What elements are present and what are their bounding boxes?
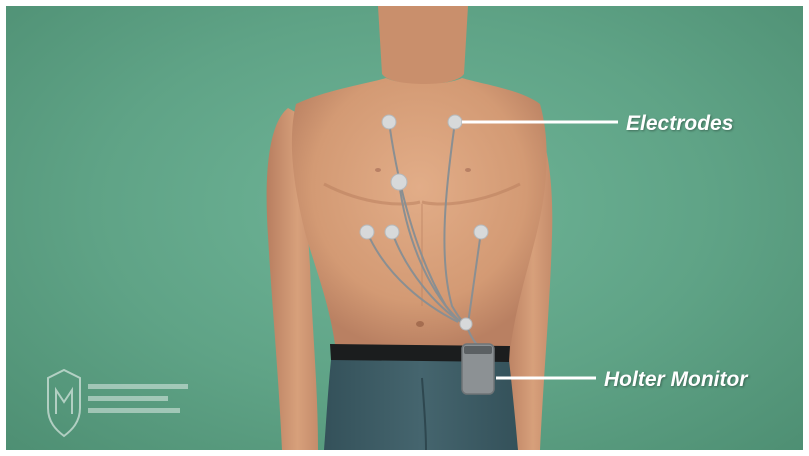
electrode-pad — [460, 318, 472, 330]
electrode-pad — [448, 115, 462, 129]
navel — [416, 321, 424, 327]
watermark-logo — [44, 368, 204, 438]
electrode-pad — [391, 174, 407, 190]
electrode-pad — [360, 225, 374, 239]
electrode-pad — [474, 225, 488, 239]
illustration-frame: Electrodes Holter Monitor — [6, 6, 803, 450]
electrode-pad — [385, 225, 399, 239]
neck — [378, 6, 468, 85]
electrodes-label: Electrodes — [626, 112, 733, 136]
torso — [292, 78, 547, 351]
holter-monitor-label: Holter Monitor — [604, 368, 747, 392]
electrode-pad — [382, 115, 396, 129]
